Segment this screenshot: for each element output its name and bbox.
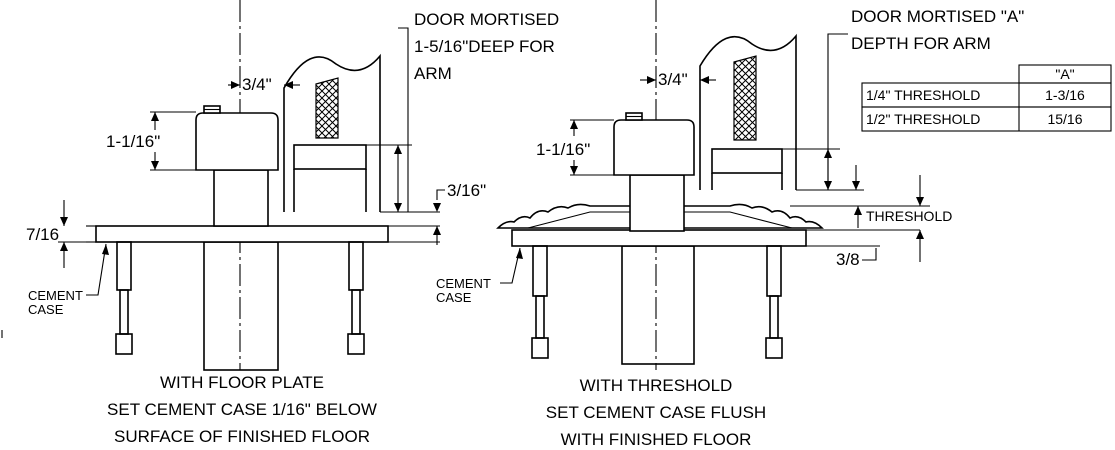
left-caption-line1: WITH FLOOR PLATE: [160, 373, 324, 392]
table-row-value: 1-3/16: [1045, 87, 1085, 103]
right-mortise-note-line2: DEPTH FOR ARM: [851, 34, 991, 53]
floor-plate: [95, 225, 389, 243]
right-mortise-note-line1: DOOR MORTISED "A": [851, 7, 1024, 26]
door-hatched-core: [315, 77, 339, 139]
threshold-installation-view: [496, 0, 930, 370]
left-mortise-note-line1: DOOR MORTISED: [414, 10, 559, 29]
mortise-leader: [827, 33, 848, 190]
left-cement-case-label-line1: CEMENT: [28, 288, 83, 303]
cement-case-top-plate: [511, 229, 807, 247]
table-row-label: 1/4" THRESHOLD: [866, 87, 980, 103]
right-caption-line1: WITH THRESHOLD: [580, 376, 733, 395]
anchor-leg-left: [115, 241, 133, 355]
table-header-a: "A": [1055, 66, 1074, 82]
right-caption-line2: SET CEMENT CASE FLUSH: [546, 403, 766, 422]
arm-mortise: [711, 148, 783, 174]
left-plate-thickness-dimension: 7/16: [26, 225, 59, 244]
left-mortise-note-line3: ARM: [414, 64, 452, 83]
spindle: [213, 169, 269, 227]
pivot-cap: [195, 112, 279, 171]
anchor-leg-right: [347, 241, 365, 355]
mortise-leader: [398, 27, 409, 212]
left-caption-line3: SURFACE OF FINISHED FLOOR: [114, 427, 370, 446]
door-panel: [699, 33, 797, 190]
left-gap-dimension: 3/16": [447, 181, 486, 200]
left-caption-line2: SET CEMENT CASE 1/16" BELOW: [107, 400, 377, 419]
right-cement-case-label-line2: CASE: [436, 290, 472, 305]
left-cap-height-dimension: 1-1/16": [106, 132, 160, 151]
right-case-depth-dimension: 3/8: [836, 250, 860, 269]
table-row-value: 15/16: [1047, 111, 1082, 127]
spindle: [629, 174, 685, 232]
right-caption-line3: WITH FINISHED FLOOR: [561, 430, 752, 449]
cement-case-body: [621, 245, 695, 365]
door-panel: [283, 53, 381, 212]
anchor-leg-left: [531, 245, 549, 359]
floor-plate-installation-view: [1, 0, 445, 371]
mortise-depth-table: "A" 1/4" THRESHOLD 1-3/16 1/2" THRESHOLD…: [861, 64, 1112, 132]
right-arm-offset-dimension: 3/4": [658, 70, 688, 89]
arm-mortise: [293, 144, 367, 170]
door-hatched-core: [733, 55, 757, 141]
table-row-label: 1/2" THRESHOLD: [866, 111, 980, 127]
cement-case-body: [203, 241, 279, 371]
right-cement-case-label-line1: CEMENT: [436, 276, 491, 291]
left-mortise-note-line2: 1-5/16"DEEP FOR: [414, 37, 555, 56]
left-cement-case-label-line2: CASE: [28, 302, 64, 317]
right-cap-height-dimension: 1-1/16": [536, 140, 590, 159]
pivot-cap: [613, 119, 695, 176]
right-threshold-dimension: THRESHOLD: [866, 208, 952, 224]
left-arm-offset-dimension: 3/4": [242, 75, 272, 94]
anchor-leg-right: [765, 245, 783, 359]
